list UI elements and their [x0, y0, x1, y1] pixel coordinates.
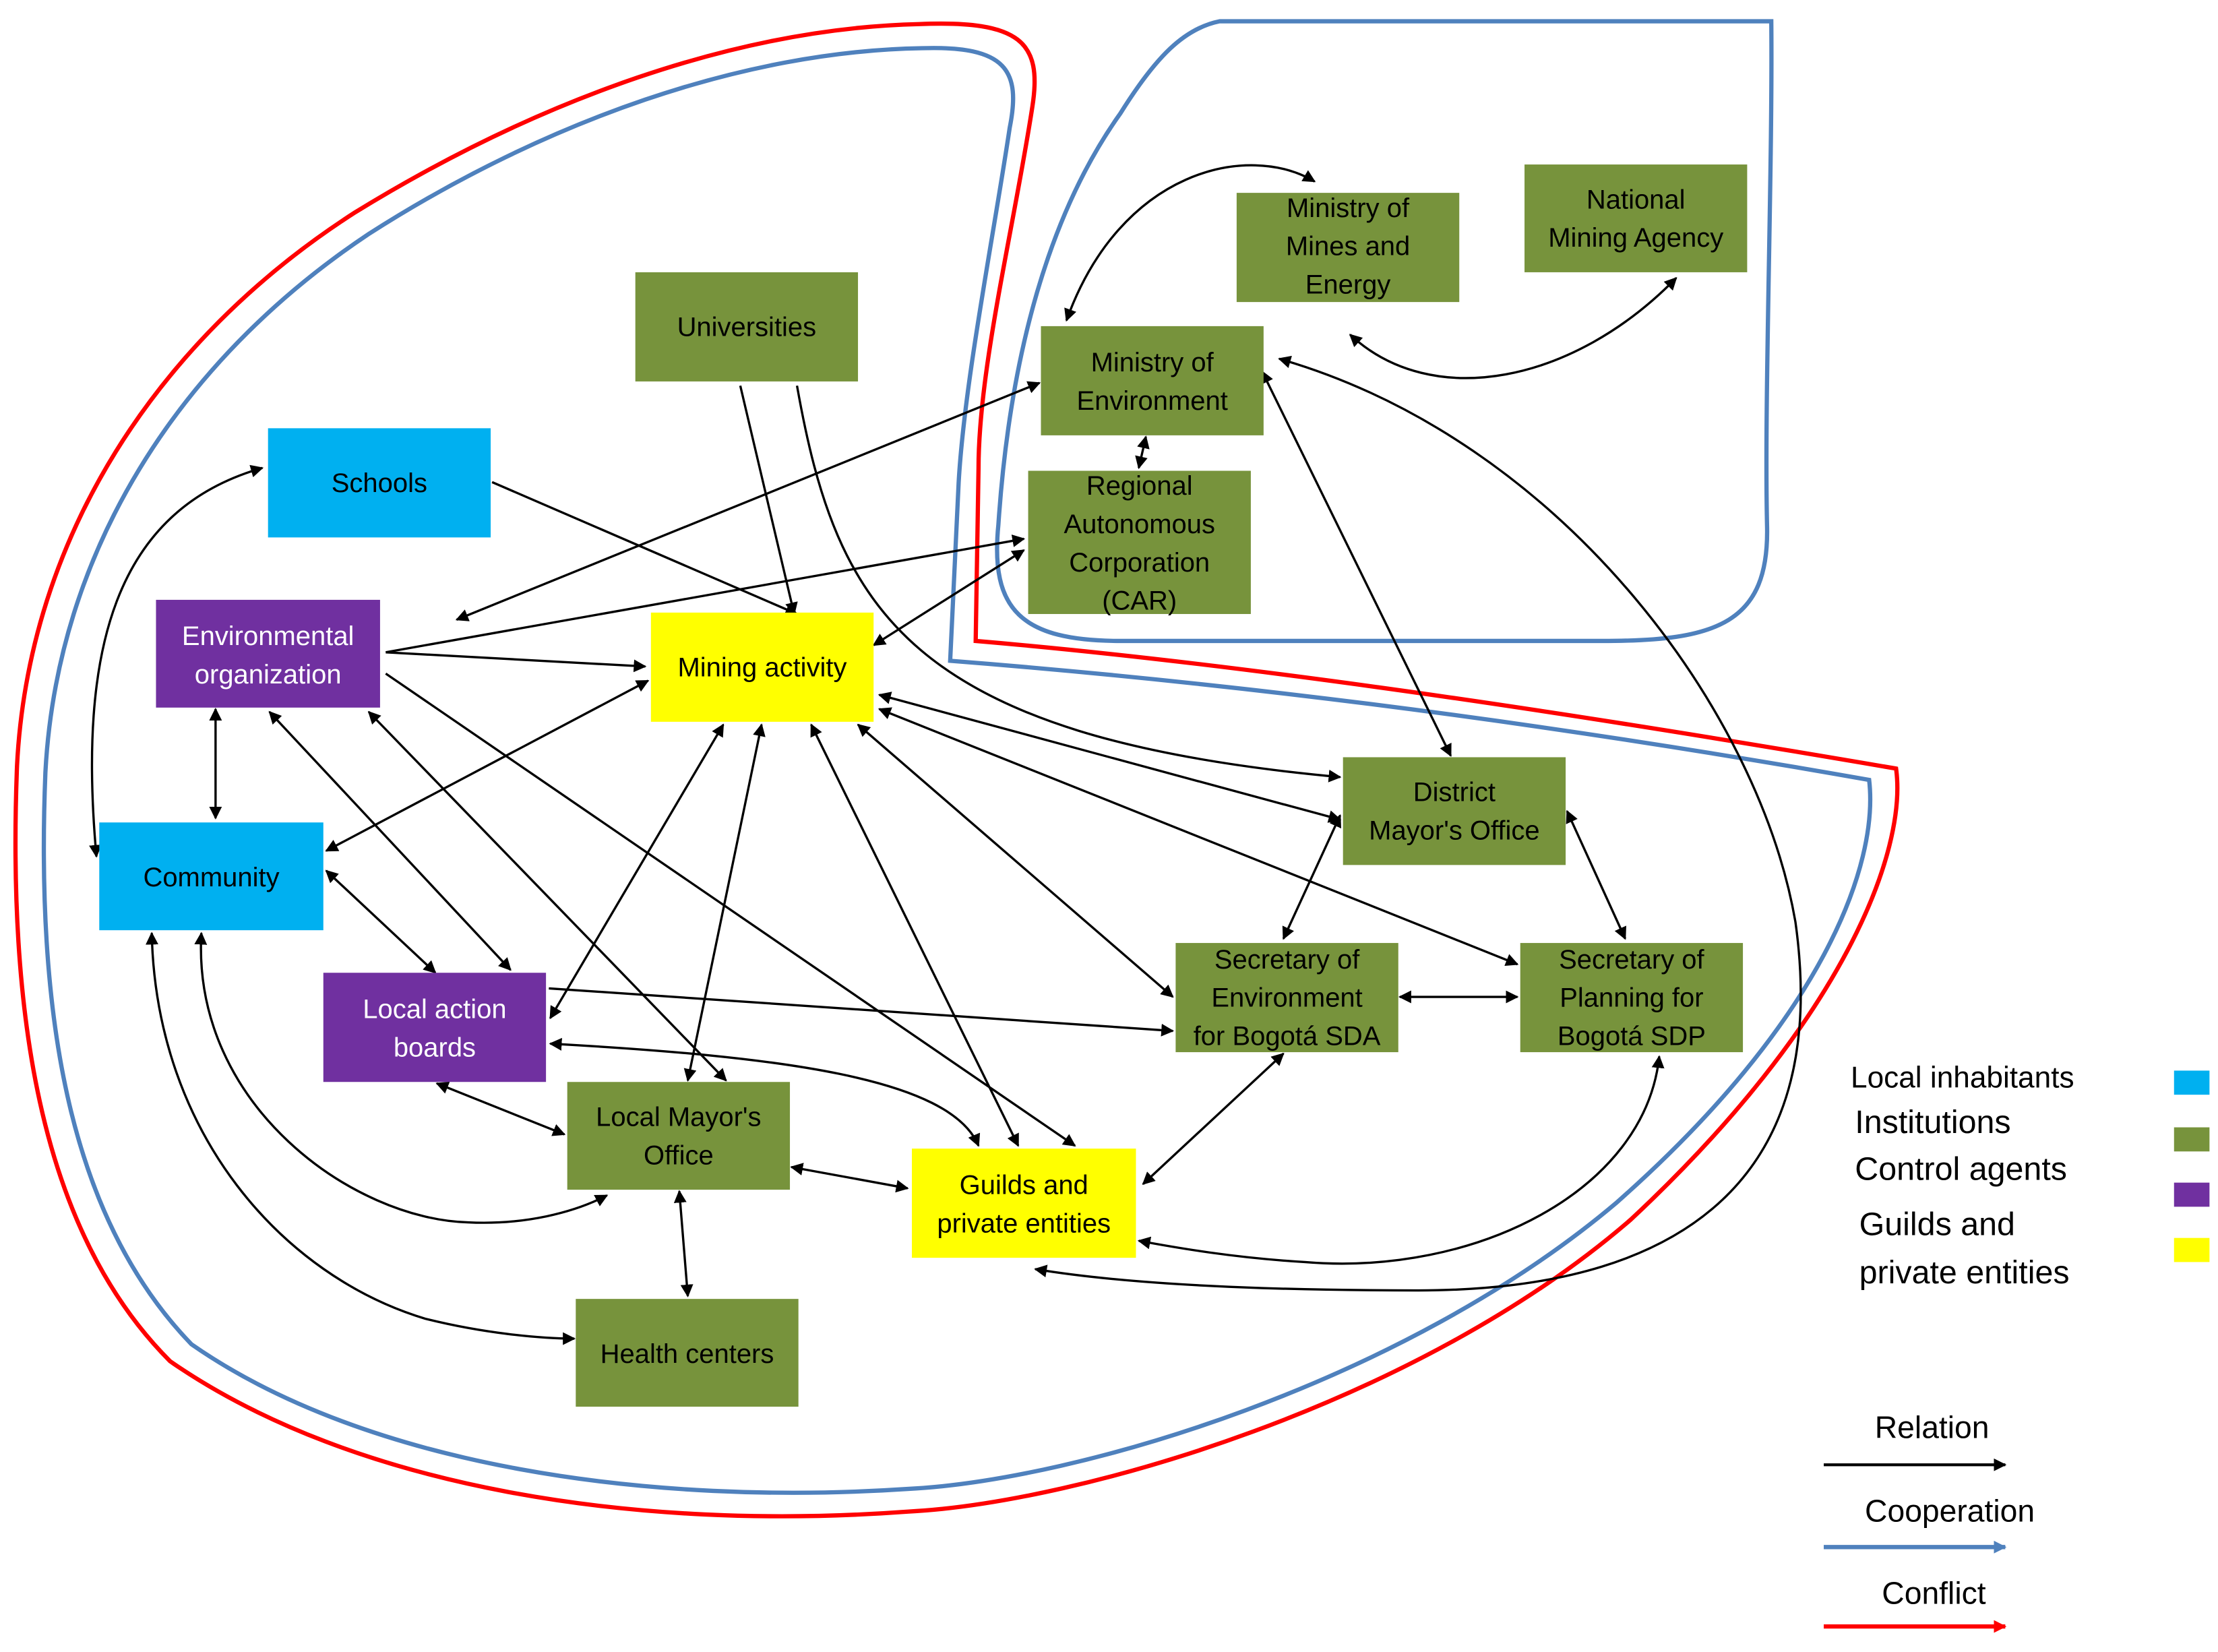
edge-localmayor-guilds	[790, 1163, 909, 1193]
edge-mining-localmayor	[683, 723, 766, 1082]
node-label: Health centers	[600, 1339, 774, 1369]
edge-localboards-localmayor	[435, 1081, 566, 1136]
legend-swatch-local-inhabitants	[2174, 1070, 2210, 1095]
relation-arrows	[89, 164, 1802, 1345]
legend-label-institutions: Institutions	[1855, 1104, 2010, 1140]
node-schools[interactable]: Schools	[268, 428, 491, 538]
node-label: Universities	[677, 313, 817, 342]
edge-universities-mining	[739, 385, 798, 615]
node-mining-activity[interactable]: Mining activity	[650, 612, 874, 722]
node-community[interactable]: Community	[99, 822, 324, 931]
node-box	[1028, 470, 1251, 614]
legend-label-cooperation: Cooperation	[1865, 1493, 2035, 1528]
node-box	[635, 272, 859, 381]
edge-district-sdp	[1566, 809, 1626, 940]
legend-label-control-agents: Control agents	[1855, 1151, 2067, 1187]
node-box	[1041, 326, 1264, 435]
cooperation-boundary-community	[41, 46, 1873, 1495]
edge-envorg-mining	[386, 651, 647, 673]
node-health-centers[interactable]: Health centers	[576, 1299, 799, 1407]
legend-swatch-institutions	[2174, 1127, 2210, 1152]
legend: Local inhabitants Institutions Control a…	[1824, 1062, 2210, 1633]
edge-sda-guilds	[1142, 1052, 1285, 1186]
edge-localboards-guilds	[549, 1037, 981, 1147]
edge-sdp-guilds	[1137, 1055, 1665, 1265]
edge-minenv-car	[1135, 435, 1150, 470]
edge-community-health	[146, 931, 576, 1345]
edge-minenv-minmines	[1064, 164, 1316, 322]
legend-label-local-inhabitants: Local inhabitants	[1851, 1062, 2074, 1095]
edge-localmayor-health	[673, 1190, 694, 1297]
edge-minenv-guilds	[1034, 355, 1802, 1292]
legend-swatch-control-agents	[2174, 1182, 2210, 1207]
node-box	[912, 1149, 1136, 1258]
edge-minenv-envorg	[455, 381, 1041, 621]
node-box	[268, 428, 491, 538]
legend-label-conflict: Conflict	[1882, 1575, 1985, 1610]
node-box	[1524, 164, 1748, 272]
edge-mining-sda	[857, 723, 1174, 998]
edge-minmines-nma	[1349, 277, 1677, 379]
edge-minenv-district-mayor	[1261, 370, 1452, 758]
node-box	[576, 1299, 799, 1407]
edge-schools-community	[89, 464, 264, 858]
node-box	[1520, 943, 1744, 1053]
node-box	[156, 599, 380, 708]
legend-swatch-guilds	[2174, 1237, 2210, 1262]
edge-district-sda	[1282, 814, 1342, 940]
node-box	[1175, 943, 1398, 1053]
edge-schools-mining	[491, 481, 799, 615]
node-box	[99, 822, 324, 931]
node-box	[1343, 757, 1566, 865]
edge-mining-localboards	[549, 723, 725, 1020]
node-label: Mining activity	[678, 653, 847, 683]
legend-label-relation: Relation	[1875, 1409, 1990, 1444]
edge-community-localboards	[325, 869, 437, 974]
node-label: Community	[143, 863, 279, 892]
node-box	[323, 973, 547, 1082]
node-universities[interactable]: Universities	[635, 272, 859, 381]
edge-localboards-sda	[549, 987, 1175, 1037]
node-label: Schools	[332, 468, 427, 498]
edge-mining-community	[325, 679, 650, 852]
node-box	[567, 1082, 791, 1190]
node-box	[1236, 193, 1460, 303]
edge-mining-car	[872, 549, 1025, 646]
edge-mining-guilds	[810, 723, 1020, 1147]
node-box	[650, 612, 874, 722]
